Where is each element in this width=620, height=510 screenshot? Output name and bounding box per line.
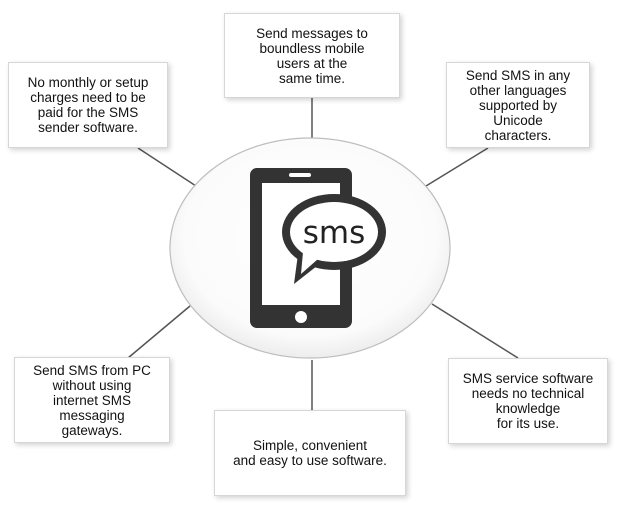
connector-bottom-left [127,305,191,359]
feature-text-bottom-left: Send SMS from PC without using internet … [33,362,151,438]
connector-top-left [137,147,197,187]
feature-text-bottom: Simple, convenient and easy to use softw… [233,438,387,468]
feature-box-top-left: No monthly or setup charges need to be p… [8,62,168,148]
sms-speech-bubble-icon: sms [282,194,386,284]
feature-box-bottom-right: SMS service software needs no technical … [448,358,608,444]
feature-box-bottom-left: Send SMS from PC without using internet … [14,357,170,443]
feature-box-bottom: Simple, convenient and easy to use softw… [214,410,406,496]
connector-bottom-right [431,303,519,359]
feature-text-bottom-right: SMS service software needs no technical … [462,371,594,431]
connector-top-right [425,147,489,187]
feature-text-top: Send messages to boundless mobile users … [256,25,368,86]
bubble-text: sms [303,215,366,251]
feature-text-top-right: Send SMS in any other languages supporte… [465,67,571,143]
feature-text-top-left: No monthly or setup charges need to be p… [27,75,149,135]
feature-box-top: Send messages to boundless mobile users … [224,13,400,98]
feature-box-top-right: Send SMS in any other languages supporte… [446,62,590,148]
